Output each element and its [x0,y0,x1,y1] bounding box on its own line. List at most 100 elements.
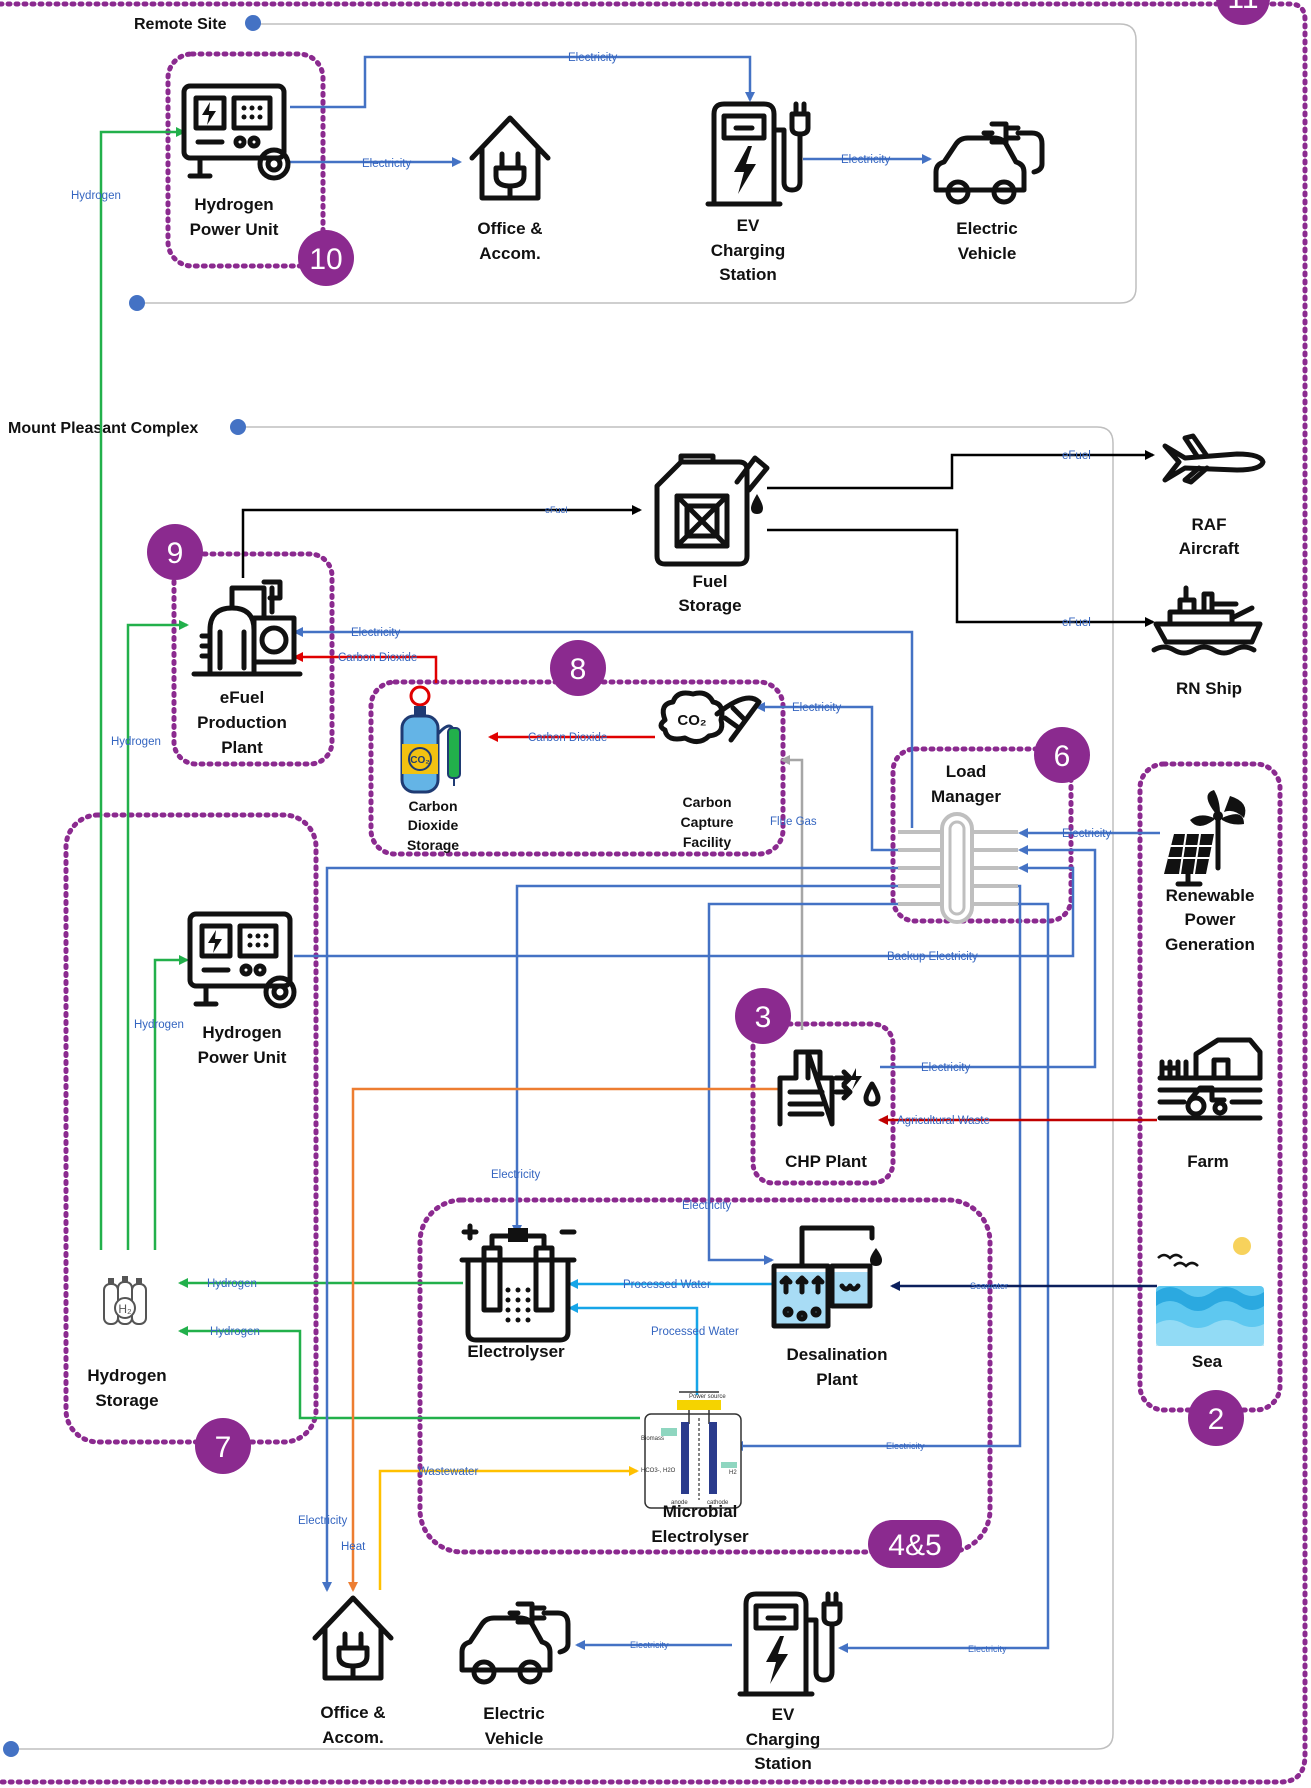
label-remote-station-2: Charging [711,241,786,260]
label-elec-4: Electricity [351,627,400,639]
mount-pleasant-dot-bottom [3,1741,19,1757]
flow-h2-to-power-unit [153,955,189,1250]
label-lm-1: Load [946,762,987,781]
svg-text:7: 7 [215,1431,232,1464]
mec-anode-label: anode [671,1500,688,1506]
hydrogen-tanks-icon: H₂ [103,1276,147,1325]
badge-9: 9 [147,524,203,580]
flow-chp-to-lm [880,845,1097,1069]
remote-site-dot [245,15,261,31]
mount-pleasant-boundary [12,426,1114,1750]
label-h2-3: Hydrogen [134,1019,184,1031]
flow-lm-to-capture [755,702,918,852]
remote-generator-icon [181,83,291,181]
refinery-icon [191,579,303,677]
label-h2-unit-2: Power Unit [198,1048,287,1067]
remote-house-plug-icon [469,115,551,201]
svg-text:3: 3 [755,1001,772,1034]
label-co2-storage-3: Storage [407,837,459,853]
badge-6: 6 [1034,727,1090,783]
label-capture-2: Capture [681,814,734,830]
label-rn-ship: RN Ship [1176,679,1242,698]
label-elec-11: Electricity [298,1515,347,1527]
label-heat: Heat [341,1541,366,1553]
svg-text:2: 2 [1208,1403,1225,1436]
remote-electric-car-icon [933,121,1045,205]
group-10-box [165,51,326,269]
label-co2-storage-1: Carbon [409,798,458,814]
badge-11-label: 11 [1227,0,1258,15]
label-efuel-1: eFuel [545,505,568,515]
label-capture-3: Facility [683,834,731,850]
label-efuel-2: Production [197,713,287,732]
label-h2-1: Hydrogen [71,190,121,202]
label-pw-2: Processed Water [651,1326,739,1338]
manifold-icon [898,812,1018,924]
svg-text:4&5: 4&5 [888,1529,941,1562]
label-desal-1: Desalination [786,1345,887,1364]
electric-car-icon [459,1601,571,1685]
flow-lm-to-ev-station [838,902,1050,1653]
ship-icon [1151,585,1263,656]
flow-lm-to-office [322,866,918,1592]
label-raf-2: Aircraft [1179,539,1240,558]
svg-text:H₂: H₂ [118,1302,132,1316]
mec-h2-label: H2 [729,1470,737,1476]
flow-lm-to-electrolyser [512,884,918,1235]
label-desal-2: Plant [816,1370,858,1389]
label-raf-1: RAF [1192,515,1227,534]
flow-efuel-plant-to-fuel-storage [241,505,642,578]
label-h2-2: Hydrogen [111,736,161,748]
mount-pleasant-dot [230,419,246,435]
flow-remote-unit-to-ev-station [290,55,755,109]
label-seawater: Seawater [970,1281,1008,1291]
flow-lm-to-efuel [293,627,914,828]
group-45-box [417,1197,993,1555]
label-co2-2: Carbon Dioxide [528,732,607,744]
svg-text:CO₂: CO₂ [410,755,429,766]
flow-lm-to-desal [707,902,918,1265]
factory-icon [777,1049,881,1127]
label-agri-waste: Agricultural Waste [897,1115,990,1127]
svg-text:CO₂: CO₂ [677,712,706,729]
label-h2-5: Hydrogen [210,1326,260,1338]
label-ev-2: Vehicle [485,1729,544,1748]
label-fuel-storage-1: Fuel [693,572,728,591]
label-flue-gas: Flue Gas [770,816,817,828]
ev-charger-icon [737,1591,843,1697]
label-efuel-3: eFuel [1062,617,1091,629]
label-chp: CHP Plant [785,1152,867,1171]
flow-chp-to-capture [780,755,804,1030]
label-farm: Farm [1187,1152,1229,1171]
group-6-box [890,746,1074,924]
flow-desal-to-mec [568,1303,699,1395]
gas-cylinder-icon: CO₂ [400,685,461,794]
label-renewable-3: Generation [1165,935,1255,954]
svg-text:6: 6 [1054,740,1071,773]
aircraft-icon [1162,433,1266,485]
remote-site-label: Remote Site [134,16,227,33]
label-ev-1: Electric [483,1704,544,1723]
svg-text:10: 10 [309,243,342,276]
label-mec-1: Microbial [663,1502,738,1521]
label-renewable-1: Renewable [1166,886,1255,905]
microbial-cell-icon: Biomass HCO3-, H2O H2 Power source anode… [641,1391,742,1509]
label-office-1: Office & [320,1703,385,1722]
label-elec-9: Electricity [682,1200,731,1212]
badge-3: 3 [735,988,791,1044]
flow-co2-storage-to-efuel [293,652,438,683]
badge-10: 10 [298,230,354,286]
mec-biomass-label: Biomass [641,1436,664,1442]
label-elec-1: Electricity [568,52,617,64]
label-backup-elec: Backup Electricity [887,951,978,963]
mec-power-label: Power source [689,1394,726,1400]
flow-chp-heat-to-office [348,1087,778,1592]
component-labels: Hydrogen Power Unit Office & Accom. EV C… [87,195,1255,1773]
capture-net-icon: CO₂ [658,690,762,744]
label-station-2: Charging [746,1730,821,1749]
label-electrolyser: Electrolyser [467,1342,565,1361]
label-co2-1: Carbon Dioxide [338,652,417,664]
remote-site-boundary [138,23,1137,304]
group-9-box [171,551,335,767]
